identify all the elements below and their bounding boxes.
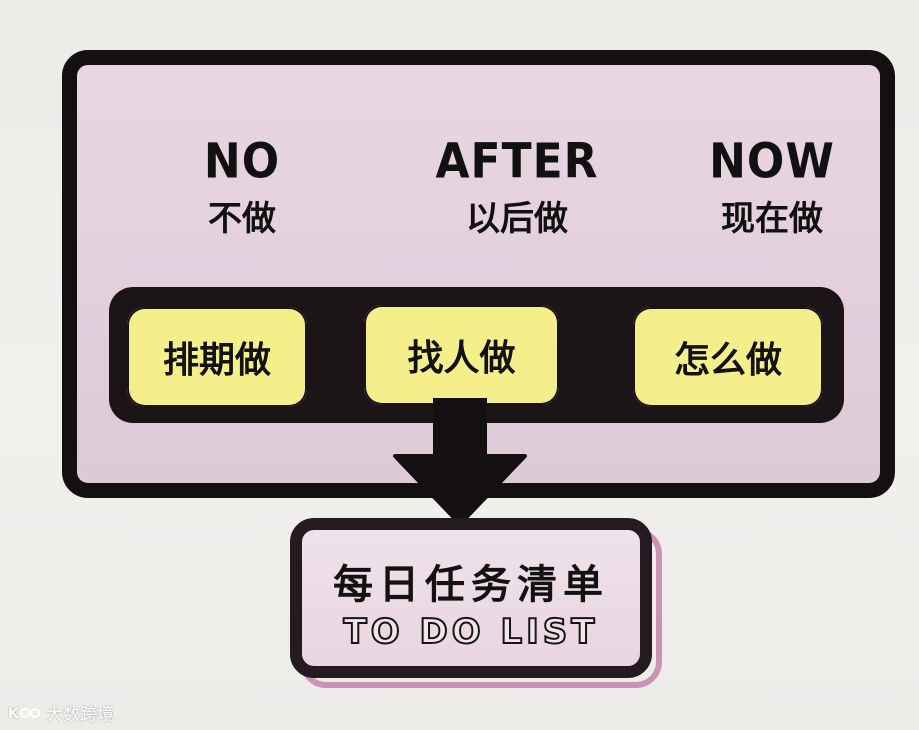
action-box-how: 怎么做 — [633, 307, 823, 407]
todo-title-en: TO DO LIST — [302, 612, 640, 652]
action-box-delegate: 找人做 — [364, 305, 559, 405]
action-label-how: 怎么做 — [674, 331, 782, 383]
column-after-title: AFTER — [407, 135, 627, 190]
action-label-delegate: 找人做 — [407, 329, 515, 381]
column-after-subtitle: 以后做 — [407, 197, 627, 241]
todo-list-box: 每日任务清单 TO DO LIST — [290, 518, 652, 678]
column-after: AFTER 以后做 — [407, 137, 627, 241]
column-now-subtitle: 现在做 — [677, 197, 867, 241]
column-no-subtitle: 不做 — [167, 197, 317, 241]
column-now: NOW 现在做 — [677, 137, 867, 241]
watermark-logo-icon: K — [8, 703, 42, 723]
watermark: K 大数跨境 — [8, 700, 114, 725]
watermark-text: 大数跨境 — [46, 700, 114, 725]
column-no: NO 不做 — [167, 137, 317, 241]
column-no-title: NO — [167, 135, 317, 190]
svg-text:K: K — [8, 706, 20, 722]
todo-title-zh: 每日任务清单 — [302, 552, 640, 610]
action-box-schedule: 排期做 — [127, 307, 307, 407]
action-label-schedule: 排期做 — [163, 331, 271, 383]
down-arrow-icon — [380, 398, 540, 528]
column-now-title: NOW — [677, 135, 867, 190]
